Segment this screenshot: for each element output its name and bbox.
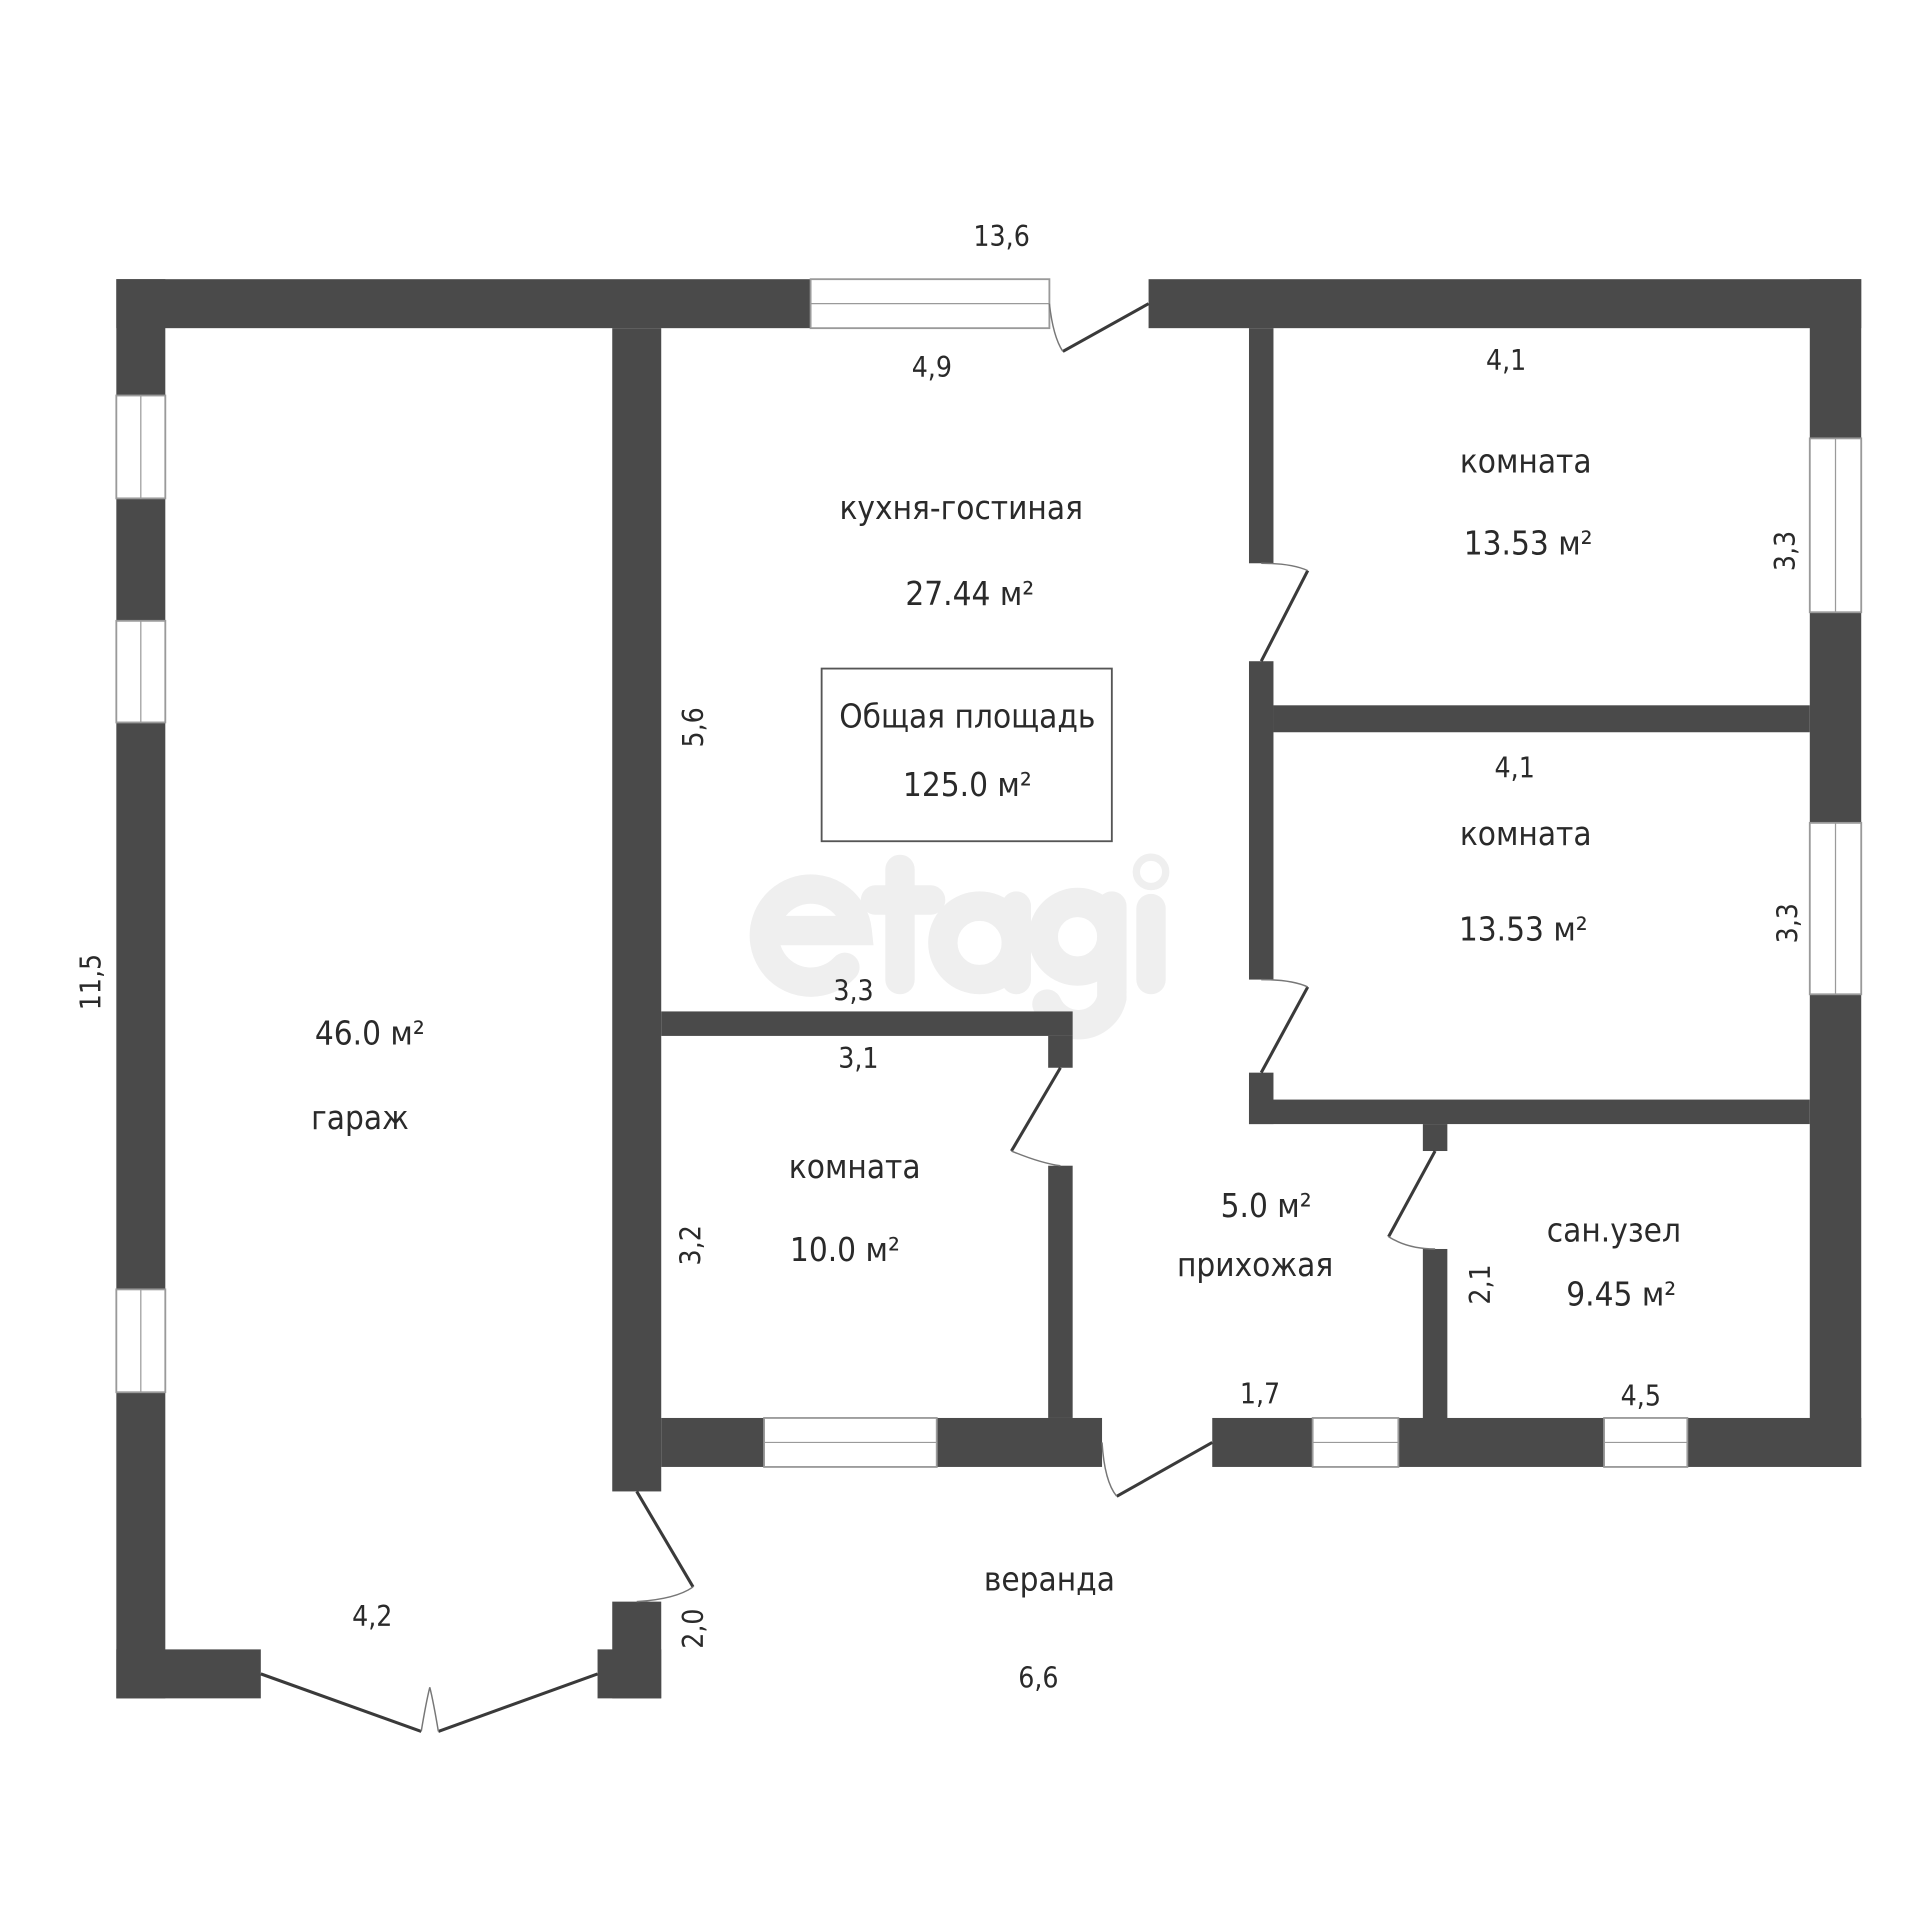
- bath-area: 9.45 м²: [1566, 1274, 1676, 1313]
- dim-room3-height: 3,2: [674, 1225, 707, 1265]
- dim-room2-width: 4,1: [1495, 752, 1535, 785]
- room2-name: комната: [1460, 814, 1592, 853]
- bath-name: сан.узел: [1547, 1211, 1681, 1250]
- dim-room3-width: 3,1: [838, 1042, 878, 1075]
- kitchen-name: кухня-гостиная: [839, 488, 1083, 527]
- dim-room1-height: 3,3: [1769, 531, 1802, 571]
- dim-left-total: 11,5: [74, 954, 107, 1010]
- windows: [115, 278, 1863, 1468]
- total-area-value: 125.0 м²: [903, 765, 1032, 804]
- dim-top-total: 13,6: [973, 220, 1029, 253]
- hall-name: прихожая: [1177, 1245, 1333, 1284]
- garage-name: гараж: [311, 1098, 409, 1137]
- dim-veranda-width: 6,6: [1018, 1661, 1058, 1694]
- veranda-name: веранда: [984, 1560, 1115, 1599]
- walls: [116, 279, 1862, 1699]
- kitchen-area: 27.44 м²: [905, 574, 1034, 613]
- total-area-label: Общая площадь: [839, 696, 1095, 735]
- dimensions: 13,6 11,5 4,9 5,6 4,1 3,3 4,1 3,3 3,3 3,…: [74, 220, 1804, 1694]
- dim-garage-width: 4,2: [352, 1600, 392, 1633]
- hall-area: 5.0 м²: [1221, 1186, 1312, 1225]
- room2-area: 13.53 м²: [1459, 909, 1588, 948]
- dim-room1-width: 4,1: [1486, 344, 1526, 377]
- dim-hall-width: 1,7: [1240, 1377, 1280, 1410]
- room3-name: комната: [789, 1147, 921, 1186]
- dim-bath-width: 4,5: [1621, 1380, 1661, 1413]
- dim-veranda-height: 2,0: [677, 1608, 710, 1648]
- dim-kitchen-bottom: 3,3: [833, 974, 873, 1007]
- dim-bath-height: 2,1: [1464, 1264, 1497, 1304]
- room3-area: 10.0 м²: [790, 1230, 900, 1269]
- watermark-logo: [749, 853, 1170, 1040]
- room1-area: 13.53 м²: [1464, 524, 1593, 563]
- dim-room2-height: 3,3: [1772, 903, 1805, 943]
- garage-area: 46.0 м²: [315, 1013, 425, 1052]
- total-area-box: [820, 667, 1113, 843]
- room1-name: комната: [1460, 442, 1592, 481]
- dim-kitchen-height: 5,6: [677, 707, 710, 747]
- doors: [260, 302, 1437, 1733]
- dim-kitchen-width: 4,9: [912, 351, 952, 384]
